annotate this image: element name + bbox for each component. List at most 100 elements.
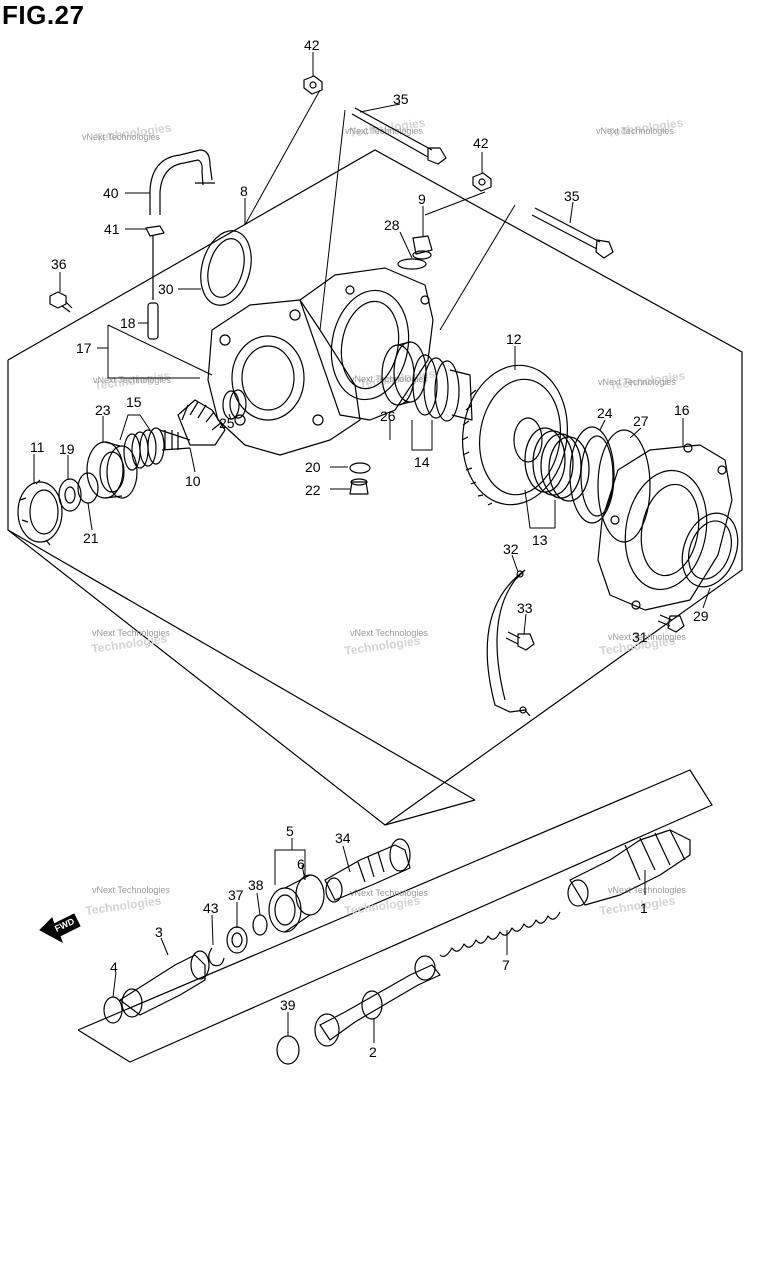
breather-pipe [147, 302, 159, 340]
watermark-text: vNext Technologies [608, 885, 686, 895]
spring-7 [439, 911, 561, 958]
callout-30: 30 [158, 281, 174, 297]
callout-35: 35 [564, 188, 580, 204]
callout-21: 21 [83, 530, 99, 546]
callout-16: 16 [674, 402, 690, 418]
callout-26: 26 [380, 408, 396, 424]
nut-37 [226, 926, 248, 954]
callout-2: 2 [369, 1044, 377, 1060]
o-ring-27 [597, 429, 651, 543]
upper-assembly-frame [7, 149, 743, 826]
callout-42: 42 [304, 37, 320, 53]
hose-clamp [145, 225, 165, 237]
callout-38: 38 [248, 877, 264, 893]
callout-36: 36 [51, 256, 67, 272]
callout-7: 7 [502, 957, 510, 973]
watermark-text: vNext Technologies [345, 126, 423, 136]
callout-6: 6 [297, 856, 305, 872]
callout-43: 43 [203, 900, 219, 916]
washer-38 [252, 914, 268, 936]
callout-23: 23 [95, 402, 111, 418]
sleeve-3 [119, 950, 210, 1018]
callout-40: 40 [103, 185, 119, 201]
bolt-35-right [531, 207, 614, 259]
callout-19: 19 [59, 441, 75, 457]
callout-22: 22 [305, 482, 321, 498]
callout-5: 5 [286, 823, 294, 839]
callout-8: 8 [240, 183, 248, 199]
callout-12: 12 [506, 331, 522, 347]
callout-3: 3 [155, 924, 163, 940]
retainer-11 [17, 479, 63, 546]
watermark-text: vNext Technologies [93, 375, 171, 385]
bolt-36 [49, 291, 73, 313]
callout-31: 31 [632, 629, 648, 645]
callout-34: 34 [335, 830, 351, 846]
callout-24: 24 [597, 405, 613, 421]
callout-28: 28 [384, 217, 400, 233]
bolt-31 [657, 614, 685, 633]
o-ring-39 [276, 1035, 300, 1065]
pinion-gear-10 [159, 399, 226, 451]
callout-33: 33 [517, 600, 533, 616]
bearing-23 [86, 441, 138, 499]
gear-case-cover-16 [597, 443, 733, 611]
callout-9: 9 [418, 191, 426, 207]
parts-line-art [17, 52, 739, 1065]
callout-4: 4 [110, 959, 118, 975]
gear-case-left [207, 299, 361, 456]
leader-lines [33, 52, 711, 1043]
nut-19 [58, 478, 82, 512]
breather-hose [149, 149, 213, 215]
bearing-6 [268, 874, 325, 933]
boot-1 [567, 829, 691, 907]
ring-4 [103, 996, 123, 1024]
callout-numbers: 42 35 42 35 8 40 9 41 28 36 30 18 12 17 … [30, 37, 709, 1060]
bearing-24 [569, 426, 615, 524]
callout-11: 11 [30, 439, 45, 455]
fwd-direction-arrow: FWD [39, 913, 81, 944]
watermark-text: vNext Technologies [92, 885, 170, 895]
bolt-33 [505, 631, 535, 651]
watermark-text: vNext Technologies [596, 126, 674, 136]
callout-37: 37 [228, 887, 244, 903]
watermark-text: Technologies [598, 893, 676, 918]
shims-15 [123, 427, 165, 471]
shims-13 [524, 427, 590, 502]
callout-17: 17 [76, 340, 92, 356]
callout-10: 10 [185, 473, 201, 489]
figure-title: FIG.27 [2, 0, 85, 30]
filler-plug [397, 235, 433, 270]
watermarks: Technologies vNext Technologies Technolo… [82, 115, 686, 918]
watermark-text: vNext Technologies [350, 374, 428, 384]
ring-gear-12 [461, 364, 569, 506]
oil-seal-29 [681, 512, 739, 588]
shims-14 [412, 354, 460, 422]
callout-39: 39 [280, 997, 296, 1013]
nut-42-mid [472, 172, 492, 192]
callout-18: 18 [120, 315, 136, 331]
coupling-34 [324, 838, 411, 903]
gear-case-back [299, 267, 434, 421]
watermark-text: vNext Technologies [92, 628, 170, 638]
nut-42-top [303, 75, 323, 95]
drive-shaft-2 [314, 955, 441, 1047]
callout-32: 32 [503, 541, 519, 557]
callout-15: 15 [126, 394, 142, 410]
watermark-text: vNext Technologies [350, 888, 428, 898]
watermark-text: vNext Technologies [350, 628, 428, 638]
callout-20: 20 [305, 459, 321, 475]
washer-20 [349, 462, 371, 474]
callout-13: 13 [532, 532, 548, 548]
watermark-text: vNext Technologies [608, 632, 686, 642]
gasket-32 [486, 569, 531, 717]
watermark-text: vNext Technologies [598, 377, 676, 387]
watermark-text: Technologies [84, 893, 162, 918]
callout-1: 1 [640, 900, 648, 916]
circlip-43 [208, 947, 225, 967]
oil-seal-30 [200, 230, 252, 306]
bolt-35-top [351, 107, 447, 165]
drain-plug-22 [349, 478, 369, 495]
